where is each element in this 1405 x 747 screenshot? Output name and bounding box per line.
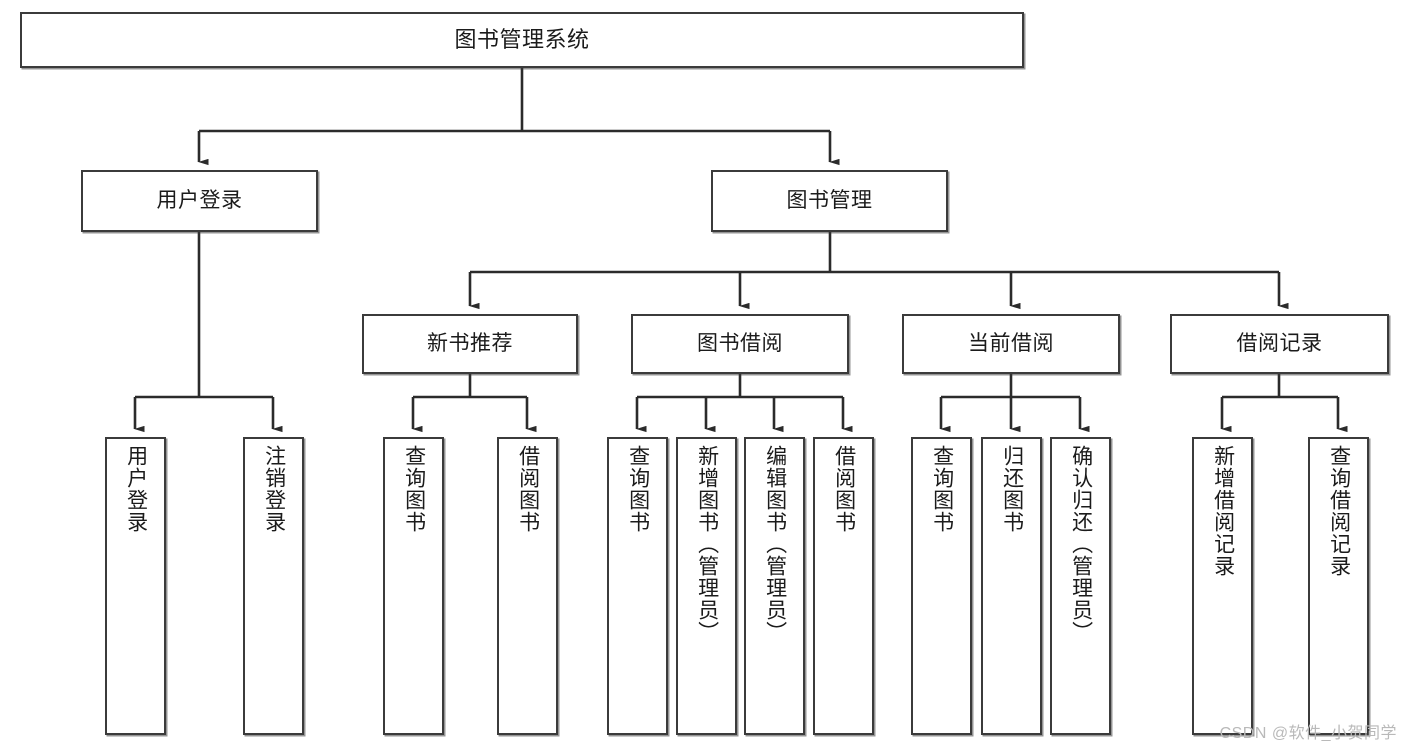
leaf-add-book-admin[interactable]: 新增图书（管理员） bbox=[676, 437, 737, 735]
leaf-confirm-return-admin[interactable]: 确认归还（管理员） bbox=[1050, 437, 1111, 735]
leaf-query-book-borrow[interactable]: 查询图书 bbox=[607, 437, 668, 735]
node-borrow-record[interactable]: 借阅记录 bbox=[1170, 314, 1389, 374]
node-book-management[interactable]: 图书管理 bbox=[711, 170, 948, 232]
node-label: 注销登录 bbox=[262, 445, 286, 533]
node-label: 图书管理系统 bbox=[454, 27, 590, 53]
node-label: 借阅图书 bbox=[516, 445, 540, 533]
leaf-borrow-book[interactable]: 借阅图书 bbox=[813, 437, 874, 735]
leaf-borrow-book-recommend[interactable]: 借阅图书 bbox=[497, 437, 558, 735]
node-label: 图书借阅 bbox=[697, 331, 783, 355]
leaf-add-borrow-record[interactable]: 新增借阅记录 bbox=[1192, 437, 1253, 735]
node-label: 新增图书（管理员） bbox=[695, 445, 719, 643]
leaf-query-borrow-record[interactable]: 查询借阅记录 bbox=[1308, 437, 1369, 735]
node-user-login[interactable]: 用户登录 bbox=[81, 170, 318, 232]
node-label: 编辑图书（管理员） bbox=[763, 445, 787, 643]
watermark-text: CSDN @软件_小贺同学 bbox=[1219, 725, 1397, 742]
node-label: 用户登录 bbox=[124, 445, 148, 533]
leaf-edit-book-admin[interactable]: 编辑图书（管理员） bbox=[744, 437, 805, 735]
node-label: 查询图书 bbox=[626, 445, 650, 533]
node-book-borrow[interactable]: 图书借阅 bbox=[631, 314, 849, 374]
node-label: 确认归还（管理员） bbox=[1069, 445, 1093, 643]
node-label: 用户登录 bbox=[156, 188, 243, 212]
node-label: 查询借阅记录 bbox=[1327, 445, 1351, 577]
leaf-query-book-recommend[interactable]: 查询图书 bbox=[383, 437, 444, 735]
leaf-return-book[interactable]: 归还图书 bbox=[981, 437, 1042, 735]
node-root-book-management-system[interactable]: 图书管理系统 bbox=[20, 12, 1024, 68]
node-label: 借阅记录 bbox=[1236, 331, 1323, 355]
node-label: 查询图书 bbox=[930, 445, 954, 533]
node-label: 新增借阅记录 bbox=[1211, 445, 1235, 577]
node-label: 新书推荐 bbox=[427, 331, 513, 355]
node-label: 查询图书 bbox=[402, 445, 426, 533]
leaf-user-logout[interactable]: 注销登录 bbox=[243, 437, 304, 735]
node-label: 图书管理 bbox=[786, 188, 873, 212]
node-new-book-recommend[interactable]: 新书推荐 bbox=[362, 314, 578, 374]
node-current-borrow[interactable]: 当前借阅 bbox=[902, 314, 1120, 374]
node-label: 归还图书 bbox=[1000, 445, 1024, 533]
node-label: 借阅图书 bbox=[832, 445, 856, 533]
node-label: 当前借阅 bbox=[968, 331, 1054, 355]
leaf-query-book-current[interactable]: 查询图书 bbox=[911, 437, 972, 735]
leaf-user-login[interactable]: 用户登录 bbox=[105, 437, 166, 735]
